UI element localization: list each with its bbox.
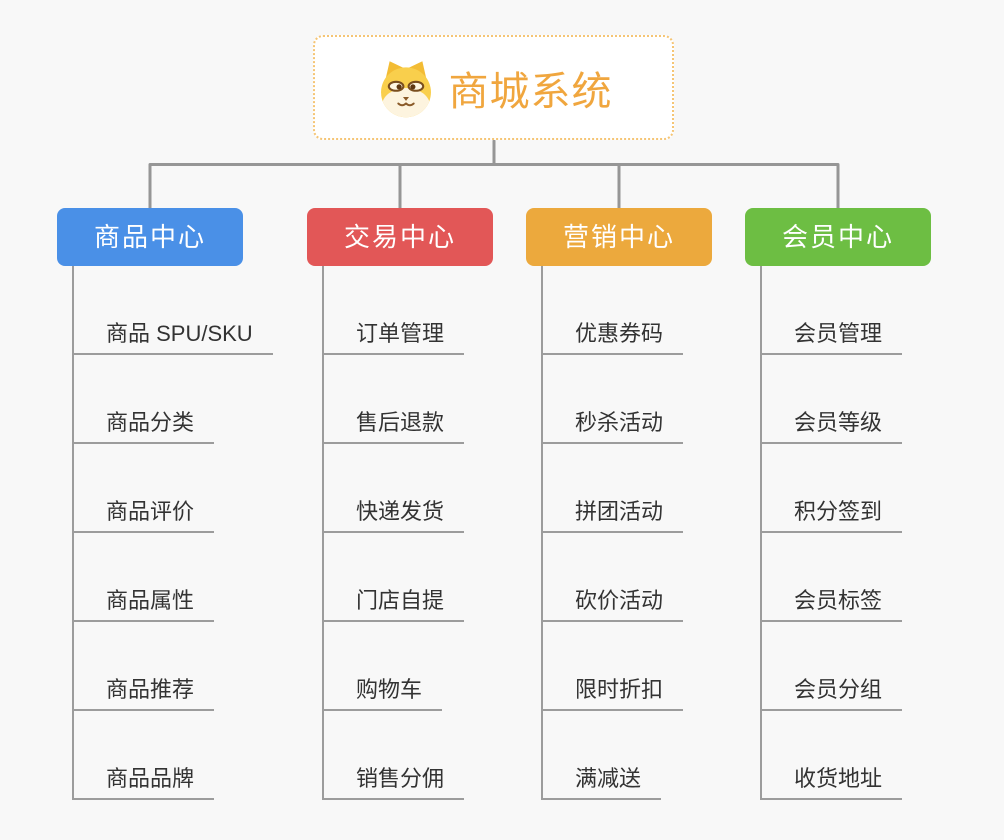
branch-header-trade-center[interactable]: 交易中心	[307, 208, 493, 266]
branch-children-product-center: 商品 SPU/SKU 商品分类 商品评价 商品属性 商品推荐 商品品牌	[72, 266, 273, 800]
branch-children-marketing-center: 优惠券码 秒杀活动 拼团活动 砍价活动 限时折扣 满减送	[541, 266, 684, 800]
branch-children-trade-center: 订单管理 售后退款 快递发货 门店自提 购物车 销售分佣	[322, 266, 465, 800]
child-node[interactable]: 满减送	[543, 711, 662, 800]
branch-header-product-center[interactable]: 商品中心	[57, 208, 243, 266]
child-node[interactable]: 销售分佣	[324, 711, 465, 800]
branch-header-member-center[interactable]: 会员中心	[745, 208, 931, 266]
child-node[interactable]: 会员标签	[762, 533, 903, 622]
child-node[interactable]: 快递发货	[324, 444, 465, 533]
child-node[interactable]: 商品 SPU/SKU	[74, 266, 273, 355]
child-node[interactable]: 会员等级	[762, 355, 903, 444]
child-node[interactable]: 商品分类	[74, 355, 215, 444]
child-node[interactable]: 优惠券码	[543, 266, 684, 355]
branch-children-member-center: 会员管理 会员等级 积分签到 会员标签 会员分组 收货地址	[760, 266, 903, 800]
child-node[interactable]: 商品属性	[74, 533, 215, 622]
child-node[interactable]: 砍价活动	[543, 533, 684, 622]
branch-rail-line	[148, 163, 840, 210]
child-node[interactable]: 商品推荐	[74, 622, 215, 711]
root-title: 商城系统	[448, 69, 613, 114]
child-node[interactable]: 订单管理	[324, 266, 465, 355]
child-node[interactable]: 售后退款	[324, 355, 465, 444]
child-node[interactable]: 限时折扣	[543, 622, 684, 711]
child-node[interactable]: 商品评价	[74, 444, 215, 533]
child-node[interactable]: 收货地址	[762, 711, 903, 800]
child-node[interactable]: 会员分组	[762, 622, 903, 711]
child-node[interactable]: 购物车	[324, 622, 443, 711]
child-node[interactable]: 秒杀活动	[543, 355, 684, 444]
child-node[interactable]: 门店自提	[324, 533, 465, 622]
branch-header-marketing-center[interactable]: 营销中心	[526, 208, 712, 266]
child-node[interactable]: 积分签到	[762, 444, 903, 533]
child-node[interactable]: 商品品牌	[74, 711, 215, 800]
child-node[interactable]: 会员管理	[762, 266, 903, 355]
root-node[interactable]: 商城系统	[313, 35, 674, 140]
child-node[interactable]: 拼团活动	[543, 444, 684, 533]
dog-face-icon	[375, 57, 437, 119]
connector-group	[148, 139, 840, 210]
